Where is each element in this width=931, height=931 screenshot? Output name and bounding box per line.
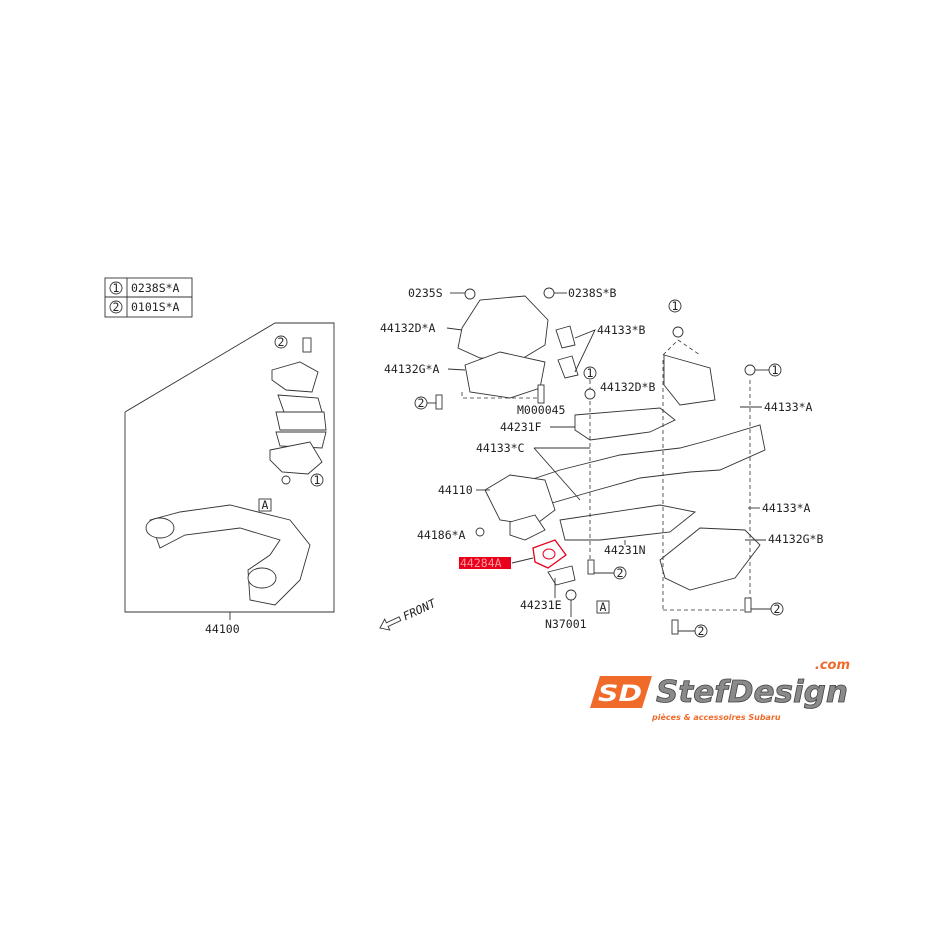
label-44132d-a: 44132D*A (380, 321, 435, 335)
callout-1: 1 (772, 363, 779, 377)
logo-brand: StefDesign (656, 675, 848, 710)
callout-2: 2 (418, 396, 425, 410)
callout-2: 2 (617, 566, 624, 580)
ref-box-a-left: A (262, 498, 269, 512)
label-44133-a-upper: 44133*A (764, 400, 813, 414)
label-44132g-a: 44132G*A (384, 362, 439, 376)
label-44133-c: 44133*C (476, 441, 525, 455)
part-labels: 0235S 0238S*B 44132D*A 44133*B 44132G*A … (380, 286, 823, 631)
label-44132g-b: 44132G*B (768, 532, 823, 546)
stefdesign-logo: SD StefDesign .com pièces & accessoires … (590, 658, 850, 722)
callout-2: 2 (278, 335, 285, 349)
label-0238s-b: 0238S*B (568, 286, 617, 300)
label-m000045: M000045 (517, 403, 565, 417)
label-44132d-b: 44132D*B (600, 380, 655, 394)
label-44133-a-lower: 44133*A (762, 501, 811, 515)
callout-2: 2 (774, 602, 781, 616)
label-44110: 44110 (438, 483, 473, 497)
legend-num-2: 2 (113, 300, 120, 314)
callout-1: 1 (672, 299, 679, 313)
label-n37001: N37001 (545, 617, 587, 631)
legend-num-1: 1 (113, 281, 120, 295)
label-44231e: 44231E (520, 598, 562, 612)
label-44231f: 44231F (500, 420, 542, 434)
legend-part-2: 0101S*A (131, 300, 180, 314)
label-44133-b: 44133*B (597, 323, 646, 337)
callout-1: 1 (587, 366, 594, 380)
logo-mark-text: SD (598, 682, 642, 707)
highlight-44284a (459, 557, 511, 569)
label-44284a[interactable]: 44284A (460, 556, 502, 570)
label-44231n: 44231N (604, 543, 646, 557)
front-arrow: FRONT (379, 596, 439, 631)
logo-tagline: pièces & accessoires Subaru (651, 712, 781, 722)
logo-tld: .com (815, 658, 850, 673)
exploded-view: 2 1 1 1 2 2 2 A (379, 287, 784, 638)
label-44186-a: 44186*A (417, 528, 466, 542)
callout-2: 2 (698, 624, 705, 638)
legend-table: 1 0238S*A 2 0101S*A (104, 277, 193, 318)
label-44100: 44100 (205, 622, 240, 636)
callout-1: 1 (314, 473, 321, 487)
label-0235s: 0235S (408, 286, 443, 300)
logo-mark (590, 676, 652, 708)
ref-box-a-right: A (600, 600, 607, 614)
assembly-44100: 44100 2 1 A (124, 322, 335, 636)
front-label: FRONT (401, 596, 439, 624)
legend-part-1: 0238S*A (131, 281, 180, 295)
